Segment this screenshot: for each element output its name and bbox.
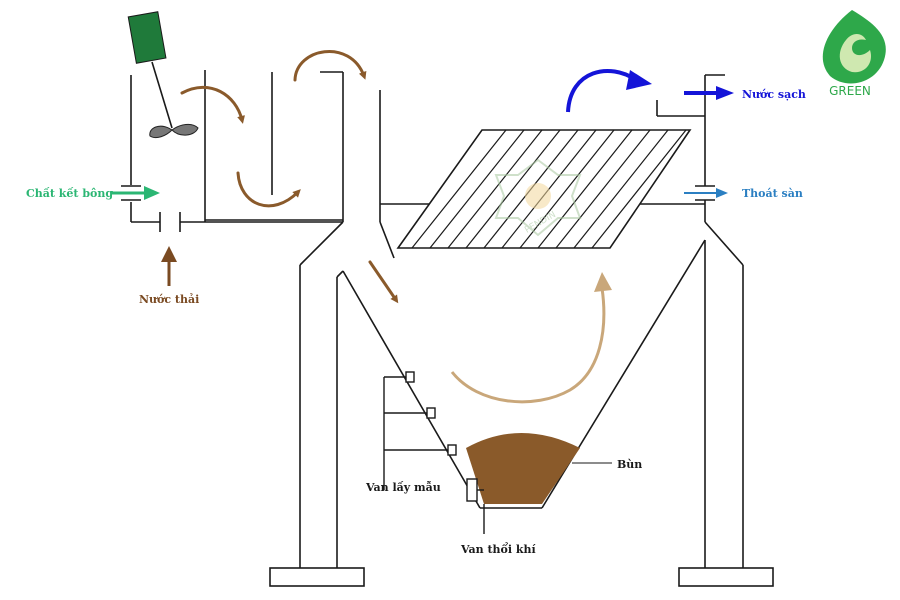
right-foot [678, 567, 774, 587]
lamella-plate [429, 129, 525, 249]
drain-label: Thoát sàn [742, 187, 803, 200]
flow-arrow-2 [236, 171, 301, 208]
recirculation-arrow [450, 272, 612, 404]
logo-text: GREEN [829, 84, 871, 98]
sample-valves [383, 371, 457, 490]
flow-arrow-1 [180, 85, 245, 124]
lamella-plate [501, 129, 597, 249]
mixer-shaft [151, 61, 173, 129]
wastewater-label: Nước thải [139, 293, 199, 306]
wastewater-arrow [161, 246, 177, 286]
settler-tank [299, 72, 744, 568]
lamella-plate [591, 129, 687, 249]
lamella-plates [396, 129, 692, 249]
sludge-mass [466, 433, 580, 504]
mixer-motor [127, 11, 167, 64]
sample-valve-label: Van lấy mẫu [365, 480, 441, 494]
coagulant-label: Chất kết bông [26, 187, 113, 200]
clean-water-label: Nước sạch [742, 88, 806, 101]
clean-water-arrow [684, 86, 734, 100]
flocculation-tank [121, 70, 343, 232]
flow-arrows [180, 50, 399, 304]
green-logo: GREEN [822, 10, 886, 98]
lamella-plate [411, 129, 507, 249]
lamella-plate [573, 129, 669, 249]
drain-arrow [684, 188, 728, 198]
coagulant-arrow [112, 186, 160, 200]
lamella-plate [465, 129, 561, 249]
lamella-plate [447, 129, 543, 249]
air-valve [466, 478, 485, 534]
impeller-icon [149, 123, 199, 139]
flow-arrow-3 [293, 50, 367, 82]
flow-arrow-4 [368, 260, 399, 304]
sample-valve-2 [426, 407, 436, 419]
sludge-label: Bùn [617, 458, 642, 471]
lamella-plate [555, 129, 651, 249]
lamella-plate [519, 129, 615, 249]
sample-valve-3 [447, 444, 457, 456]
clean-flow-arrow [566, 69, 652, 113]
reaction-baffle [271, 71, 343, 195]
lamella-plate [537, 129, 633, 249]
mixer [127, 11, 199, 139]
sample-valve-1 [405, 371, 415, 383]
left-foot [269, 567, 365, 587]
air-valve-label: Van thổi khí [460, 542, 537, 556]
